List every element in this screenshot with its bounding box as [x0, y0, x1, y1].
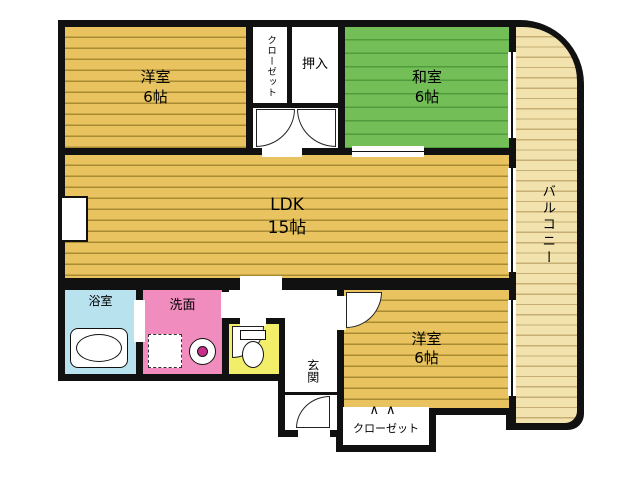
room-closet-top — [253, 27, 287, 103]
entrance-step-line — [285, 392, 337, 395]
toilet-tank-icon — [240, 330, 266, 340]
door-opening-bath-washroom — [134, 300, 145, 342]
room-size: 6帖 — [143, 87, 168, 106]
bathtub-inner-icon — [76, 334, 122, 362]
room-name: LDK — [270, 195, 304, 216]
washing-machine-icon — [148, 334, 182, 368]
room-size: 6帖 — [414, 349, 439, 367]
label-bathroom: 浴室 — [88, 294, 113, 309]
door-opening-corridor-bedroom — [335, 296, 346, 330]
label-washitsu: 和室 6帖 — [345, 27, 509, 148]
label-ldk: LDK 15帖 — [65, 155, 509, 278]
door-opening-ldk-hallway — [240, 276, 282, 292]
door-opening-hallway-toilet — [240, 316, 266, 326]
toilet-bowl-icon — [242, 341, 264, 368]
bifold-door-icon: ∧∧ — [369, 402, 403, 418]
door-opening-vestibule-ldk — [262, 146, 302, 157]
label-genkan: 玄関 — [305, 359, 320, 383]
room-yoshitsu-top — [65, 27, 246, 148]
label-yoshitsu-top: 洋室 6帖 — [65, 27, 246, 148]
door-opening-entrance — [298, 428, 330, 438]
room-size: 15帖 — [267, 217, 307, 238]
window-line — [511, 300, 513, 396]
room-balcony — [516, 27, 577, 423]
room-name: 和室 — [411, 68, 442, 86]
bay-window-icon — [60, 196, 88, 242]
bathtub-icon — [70, 328, 128, 368]
sliding-door-line — [352, 150, 424, 152]
room-closet-bottom — [343, 407, 429, 445]
label-washroom: 洗面 — [169, 297, 196, 313]
window-line — [511, 168, 513, 272]
room-name: 洋室 — [140, 68, 171, 86]
room-name: 洋室 — [411, 329, 442, 348]
washbasin-icon — [189, 338, 216, 365]
door-opening-hallway-washroom — [221, 292, 231, 318]
label-closet-bottom: クローゼット — [353, 421, 419, 435]
label-yoshitsu-bottom: 洋室 6帖 — [344, 290, 509, 408]
room-size: 6帖 — [414, 87, 440, 106]
room-washitsu — [345, 27, 509, 148]
window-line — [511, 52, 513, 138]
label-closet-top: クローゼット — [265, 34, 277, 98]
label-oshiire: 押入 — [301, 56, 328, 72]
washbasin-bowl-icon — [197, 346, 208, 357]
label-balcony: バルコニー — [539, 183, 556, 267]
room-ldk — [65, 155, 509, 278]
room-oshiire — [292, 27, 338, 103]
